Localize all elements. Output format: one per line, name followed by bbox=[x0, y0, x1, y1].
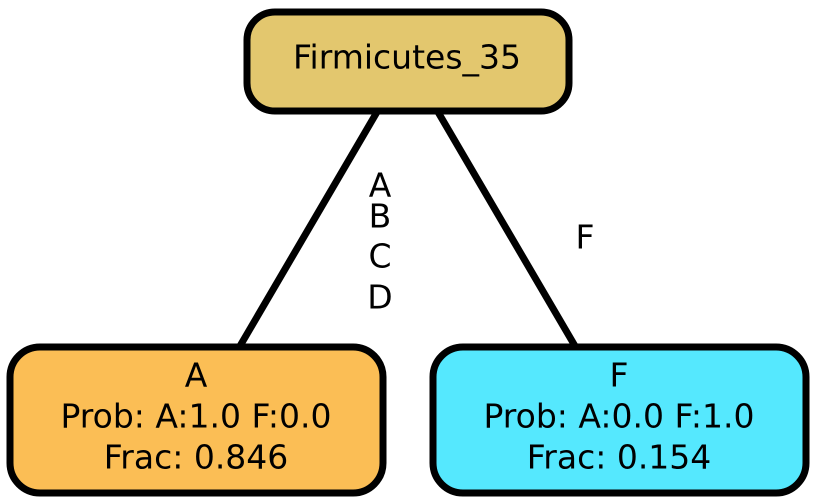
edge-label-d: D bbox=[367, 278, 392, 317]
node-f-prob: Prob: A:0.0 F:1.0 bbox=[483, 397, 754, 436]
node-a-box bbox=[6, 343, 387, 497]
root-node-box bbox=[243, 8, 573, 115]
edge-root-to-f: F bbox=[434, 110, 595, 348]
node-f-title: F bbox=[610, 356, 629, 395]
node-f[interactable]: F Prob: A:0.0 F:1.0 Frac: 0.154 bbox=[429, 343, 810, 497]
edge-line-root-to-f bbox=[434, 110, 579, 348]
node-a-frac: Frac: 0.846 bbox=[104, 438, 289, 477]
node-a-title: A bbox=[185, 356, 208, 395]
edge-label-f: F bbox=[576, 218, 595, 257]
edge-label-b: B bbox=[369, 197, 392, 236]
edge-line-root-to-a bbox=[236, 110, 381, 348]
node-f-box bbox=[429, 343, 810, 497]
root-node-label: Firmicutes_35 bbox=[293, 38, 521, 77]
root-node[interactable]: Firmicutes_35 bbox=[243, 8, 573, 115]
edge-label-a: A bbox=[369, 166, 392, 205]
edge-root-to-a: A B C D bbox=[236, 110, 393, 348]
node-a-prob: Prob: A:1.0 F:0.0 bbox=[60, 397, 331, 436]
node-f-frac: Frac: 0.154 bbox=[527, 438, 712, 477]
node-a[interactable]: A Prob: A:1.0 F:0.0 Frac: 0.846 bbox=[6, 343, 387, 497]
edge-label-c: C bbox=[368, 237, 391, 276]
